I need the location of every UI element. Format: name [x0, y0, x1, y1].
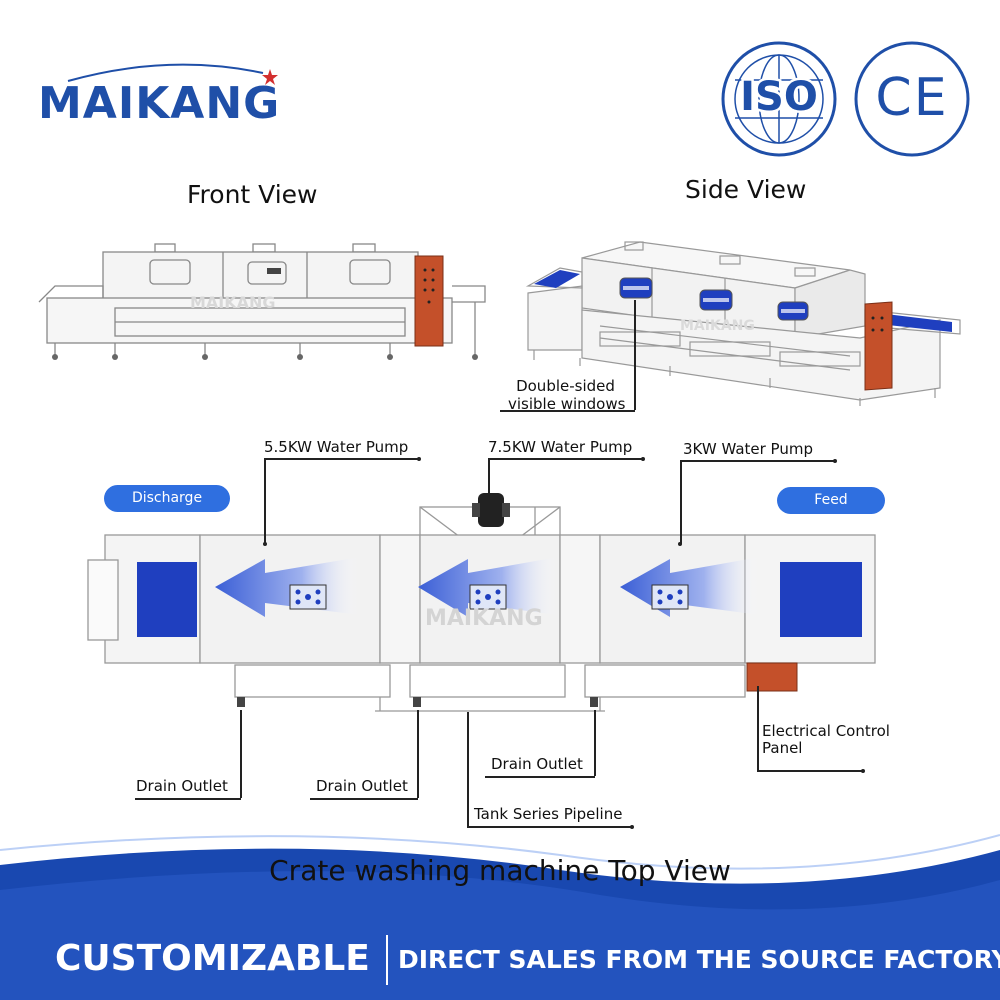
discharge-conveyor — [137, 562, 197, 637]
feed-conveyor — [780, 562, 862, 637]
bottom-wave-band — [0, 834, 1000, 1000]
top-view-drawing: MAIKANG — [87, 493, 876, 712]
side-view-title: Side View — [685, 175, 807, 204]
ce-text: CE — [875, 68, 949, 128]
pump-label-right: 3KW Water Pump — [683, 440, 813, 458]
pump-label-left: 5.5KW Water Pump — [264, 438, 409, 456]
front-view-title: Front View — [187, 180, 318, 209]
banner-customizable: CUSTOMIZABLE — [55, 938, 370, 979]
feed-button[interactable]: Feed — [777, 487, 885, 514]
pipeline-label: Tank Series Pipeline — [474, 805, 623, 823]
front-view-drawing: MAIKANG — [38, 243, 486, 360]
globe-icon — [721, 41, 837, 157]
ce-badge: CE — [853, 40, 971, 158]
front-watermark: MAIKANG — [190, 293, 276, 312]
drain-outlet-label-3: Drain Outlet — [491, 755, 583, 773]
discharge-button[interactable]: Discharge — [104, 485, 230, 512]
ce-circle-icon — [854, 41, 970, 157]
top-view-title: Crate washing machine Top View — [269, 854, 731, 887]
drain-outlet-label-1: Drain Outlet — [136, 777, 228, 795]
control-panel-box — [746, 662, 798, 692]
banner-direct-sales: DIRECT SALES FROM THE SOURCE FACTORY — [398, 945, 1000, 974]
pump-label-mid: 7.5KW Water Pump — [488, 438, 633, 456]
logo-arc — [67, 63, 278, 85]
side-view-drawing: MAIKANG — [525, 241, 961, 406]
drain-outlet-label-2: Drain Outlet — [316, 777, 408, 795]
side-watermark: MAIKANG — [680, 318, 755, 334]
banner-divider — [386, 935, 388, 985]
iso-text: ISO — [738, 72, 821, 123]
brand-logo: MAIKANG — [38, 78, 281, 129]
top-watermark: MAIKANG — [425, 606, 543, 631]
pump-motor-icon — [472, 493, 510, 527]
star-icon — [262, 69, 278, 85]
iso-badge: ISO — [720, 40, 838, 158]
